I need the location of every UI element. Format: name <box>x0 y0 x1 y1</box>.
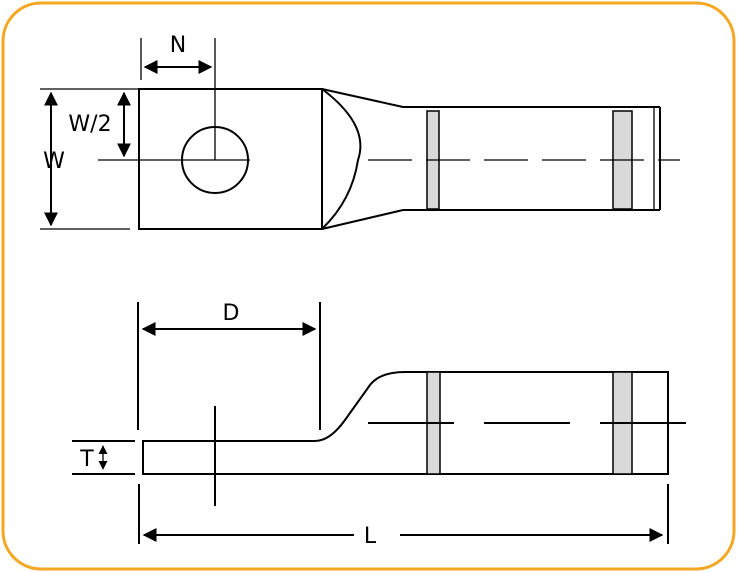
top-view <box>98 38 680 230</box>
label-t: T <box>79 447 94 472</box>
lug-pad-top <box>138 88 323 230</box>
dimension-t: T <box>72 440 135 475</box>
side-view <box>142 371 692 506</box>
dimension-w-half: W/2 <box>40 88 139 158</box>
neck-curve <box>321 88 362 230</box>
label-n: N <box>170 33 186 58</box>
label-d: D <box>223 301 240 326</box>
dimension-w: W <box>40 91 130 230</box>
lug-profile-side <box>142 371 669 475</box>
label-w: W <box>43 149 65 174</box>
dimension-n: N <box>140 33 213 80</box>
taper-lower <box>321 209 660 230</box>
dimension-d: D <box>137 301 321 430</box>
taper-upper <box>321 88 660 108</box>
label-l: L <box>364 524 377 549</box>
dimension-l: L <box>138 484 669 549</box>
label-w-half: W/2 <box>68 112 111 137</box>
